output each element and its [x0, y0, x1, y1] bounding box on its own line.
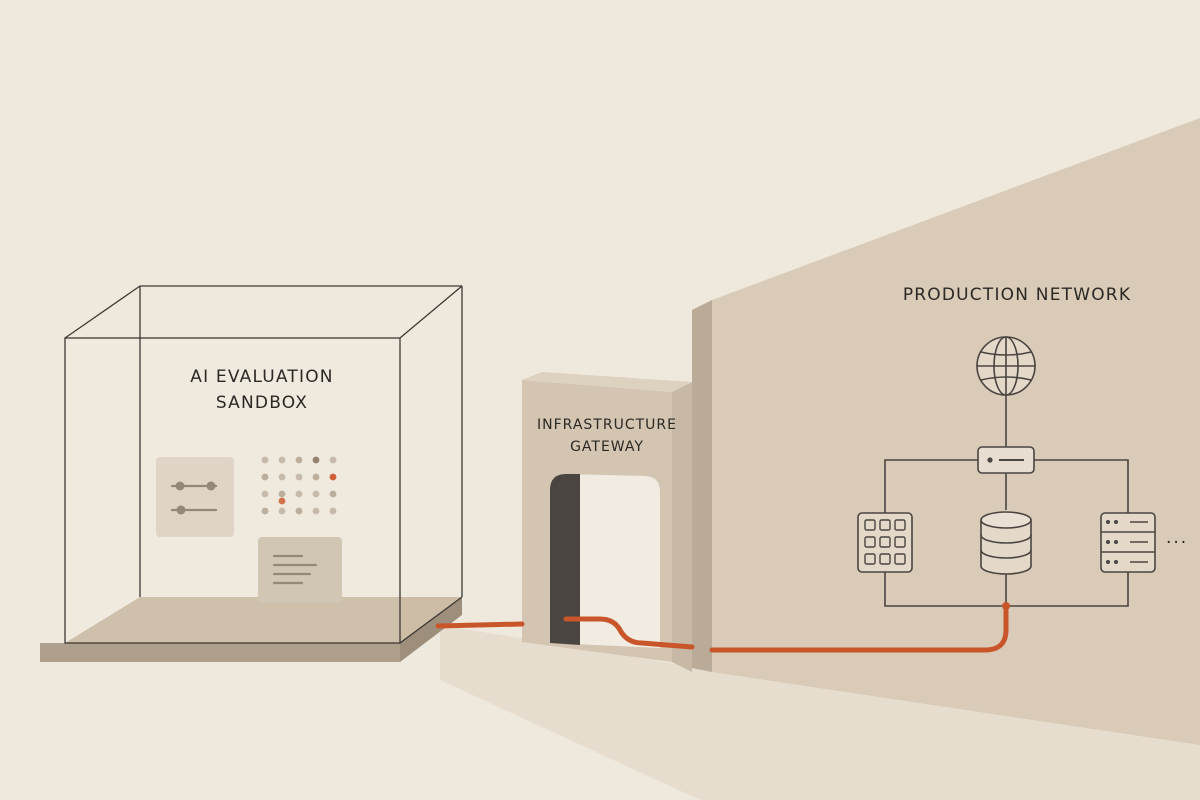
sandbox-floor: [65, 597, 462, 643]
server-rack-icon: [1100, 512, 1156, 573]
more-nodes-ellipsis: ...: [1166, 528, 1188, 548]
infrastructure-gateway: [522, 372, 692, 672]
sandbox-label-line2: SANDBOX: [216, 393, 308, 413]
ground-shadow: [440, 625, 1200, 800]
cable-segment-sandbox: [435, 621, 525, 629]
keypad-icon: [857, 512, 913, 573]
database-icon: [980, 511, 1032, 575]
sliders-icon: [170, 481, 218, 515]
gateway-top: [522, 372, 692, 392]
globe-icon: [976, 336, 1036, 396]
cable-segment-gateway: [563, 616, 695, 650]
sliders-panel: [156, 457, 234, 537]
sandbox-base-side: [400, 597, 462, 662]
document-card: [258, 537, 342, 603]
cable-junction: [1002, 602, 1010, 610]
sandbox-glass-box: [64, 285, 463, 644]
gateway-side: [672, 382, 692, 672]
document-icon: [272, 554, 318, 585]
production-network-label: PRODUCTION NETWORK: [903, 285, 1131, 305]
router-icon: [977, 446, 1035, 474]
gateway-label-line2: GATEWAY: [570, 439, 644, 455]
sandbox-label-line1: AI EVALUATION: [190, 367, 333, 387]
gateway-doorway-shadow: [550, 474, 580, 645]
sandbox-base-front: [40, 643, 400, 662]
sandbox-base: [40, 597, 462, 662]
cable-segment-network: [709, 603, 1009, 653]
wall-side: [692, 300, 712, 672]
wall-face: [712, 118, 1200, 745]
network-cable: [435, 603, 1009, 653]
gateway-label-line1: INFRASTRUCTURE: [537, 417, 677, 433]
production-network-wall: [692, 118, 1200, 745]
dot-grid-icon: [261, 456, 337, 515]
